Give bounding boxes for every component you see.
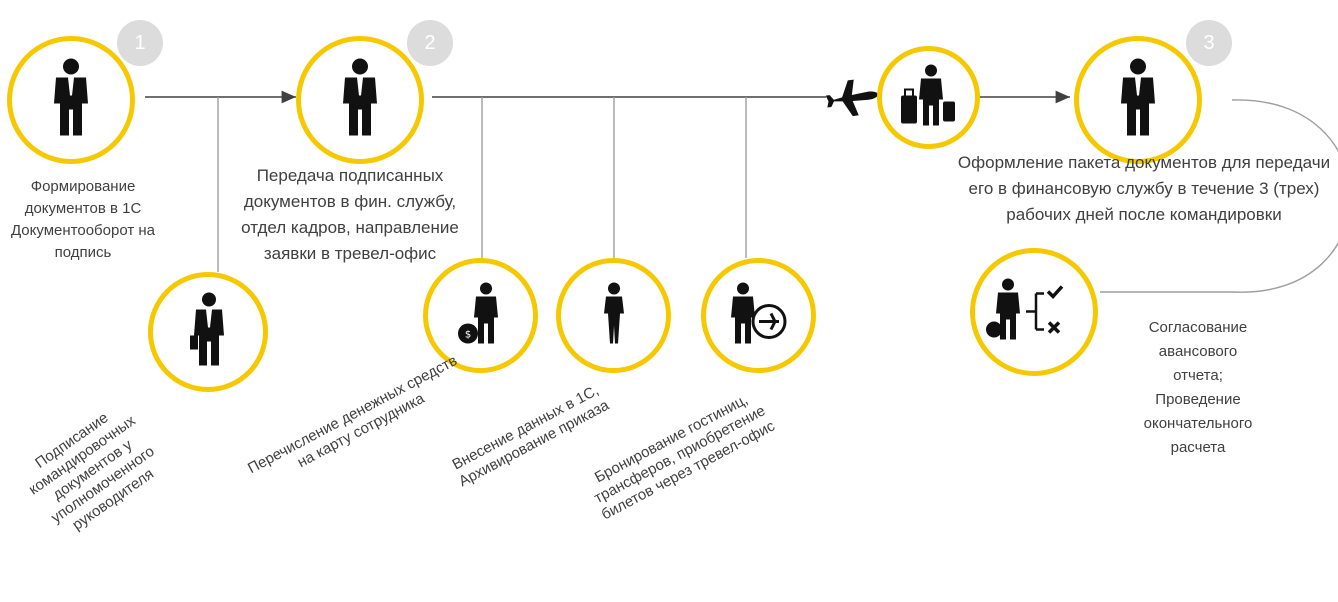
step-1-label: Формирование документов в 1С Документооб… xyxy=(10,178,155,261)
step-1-circle xyxy=(7,36,135,164)
trip-circle xyxy=(877,46,980,149)
step-1-number-badge: 1 xyxy=(117,20,163,66)
step-2-label: Передача подписанных документов в фин. с… xyxy=(241,166,459,263)
approval-checklist-icon xyxy=(986,278,1082,347)
businessman-icon xyxy=(340,58,380,143)
travel-process-diagram: 1 Формирование документов в 1С Документо… xyxy=(7,20,1338,534)
airplane-icon xyxy=(825,79,879,117)
step-2-number-badge: 2 xyxy=(407,20,453,66)
traveler-with-luggage-icon xyxy=(899,63,959,132)
substep-3-circle xyxy=(556,258,671,373)
return-arc xyxy=(1100,99,1338,293)
step-2-circle xyxy=(296,36,424,164)
employee-with-money-bag-icon: $ xyxy=(457,281,504,350)
connector-lines xyxy=(145,79,1338,293)
step-3-number-badge: 3 xyxy=(1186,20,1232,66)
businessman-icon xyxy=(1118,58,1158,143)
svg-text:$: $ xyxy=(464,329,470,340)
substep-1-circle xyxy=(148,272,268,392)
final-circle xyxy=(970,248,1098,376)
step-3-circle xyxy=(1074,36,1202,164)
substep-4-circle xyxy=(701,258,816,373)
step-3-label: Оформление пакета документов для передач… xyxy=(957,153,1331,224)
manager-with-briefcase-icon xyxy=(190,292,226,373)
substep-2-circle: $ xyxy=(423,258,538,373)
businessman-icon xyxy=(51,58,91,143)
travel-agent-plane-icon xyxy=(729,281,789,350)
final-label: Согласование авансового отчета; Проведен… xyxy=(1143,319,1253,456)
woman-icon xyxy=(600,281,628,350)
